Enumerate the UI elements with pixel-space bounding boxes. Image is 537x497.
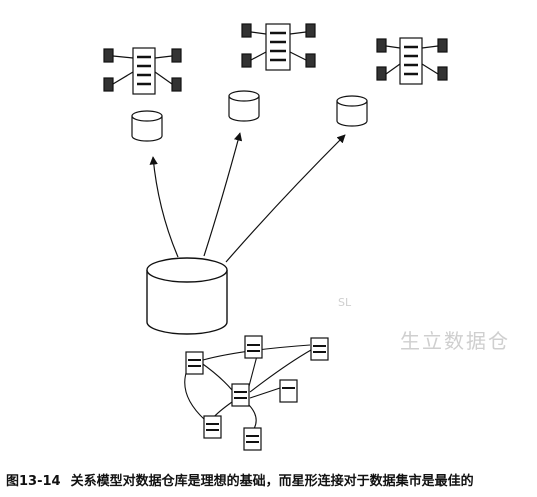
dimension-table	[437, 66, 448, 81]
fact-table	[399, 37, 423, 85]
relational-table	[244, 335, 263, 359]
relational-table	[310, 337, 329, 361]
dimension-table	[437, 38, 448, 53]
dimension-table	[241, 23, 252, 38]
dimension-table	[305, 53, 316, 68]
dimension-table	[241, 53, 252, 68]
dimension-table	[103, 48, 114, 63]
dimension-table	[103, 77, 114, 92]
dimension-table	[376, 38, 387, 53]
relational-table	[231, 383, 250, 407]
dimension-table	[305, 23, 316, 38]
data-mart-cylinder-2	[228, 90, 260, 122]
dimension-table	[376, 66, 387, 81]
arrow-to-mart-2	[203, 132, 243, 257]
data-mart-cylinder-3	[336, 95, 368, 127]
caption-text: 关系模型对数据仓库是理想的基础，而星形连接对于数据集市是最佳的	[70, 474, 474, 489]
arrow-to-mart-1	[149, 156, 179, 258]
figure-caption: 图13-14 关系模型对数据仓库是理想的基础，而星形连接对于数据集市是最佳的	[6, 470, 531, 489]
fact-table	[265, 23, 291, 71]
data-warehouse-cylinder	[146, 257, 228, 335]
bleed-through-mark: SL	[338, 296, 352, 309]
dimension-table	[171, 48, 182, 63]
bleed-through-heading: 生立数据仓	[400, 329, 510, 353]
relational-table	[203, 415, 222, 439]
relational-table	[185, 351, 204, 375]
dimension-table	[171, 77, 182, 92]
fact-table	[132, 47, 156, 95]
data-mart-cylinder-1	[131, 110, 163, 142]
relational-table	[243, 427, 262, 451]
star-schema-1	[103, 47, 182, 95]
arrow-to-mart-3	[225, 134, 346, 263]
relational-model	[184, 335, 329, 451]
star-schema-3	[376, 37, 448, 85]
relational-table	[279, 379, 298, 403]
figure-number: 图13-14	[6, 474, 61, 489]
star-schema-2	[241, 23, 316, 71]
